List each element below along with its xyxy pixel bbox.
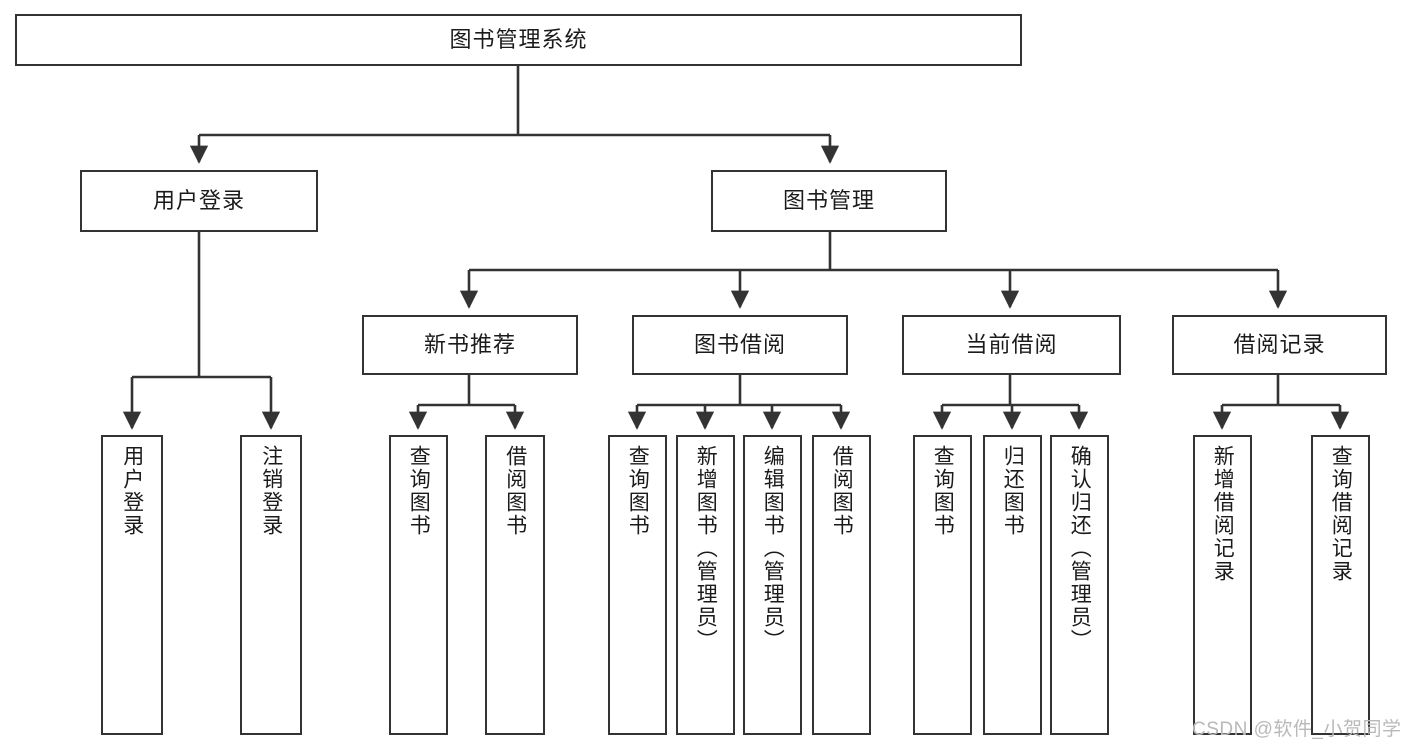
- leaf-return-book[interactable]: 归还图书: [983, 435, 1042, 735]
- leaf-label: 查询图书: [626, 445, 650, 537]
- node-book-borrow[interactable]: 图书借阅: [632, 315, 848, 375]
- leaf-label: 借阅图书: [830, 445, 854, 537]
- node-root[interactable]: 图书管理系统: [15, 14, 1022, 66]
- node-borrow-record[interactable]: 借阅记录: [1172, 315, 1387, 375]
- leaf-label: 查询图书: [931, 445, 955, 537]
- leaf-edit-book-admin[interactable]: 编辑图书（管理员）: [743, 435, 802, 735]
- leaf-query-book-newbook[interactable]: 查询图书: [389, 435, 448, 735]
- leaf-query-book-current[interactable]: 查询图书: [913, 435, 972, 735]
- leaf-borrow-book-newbook[interactable]: 借阅图书: [485, 435, 545, 735]
- leaf-borrow-book[interactable]: 借阅图书: [812, 435, 871, 735]
- leaf-label: 归还图书: [1001, 445, 1025, 537]
- leaf-add-book-admin[interactable]: 新增图书（管理员）: [676, 435, 735, 735]
- leaf-logout[interactable]: 注销登录: [240, 435, 302, 735]
- leaf-label: 注销登录: [259, 445, 283, 537]
- leaf-label: 借阅图书: [503, 445, 527, 537]
- leaf-label: 新增图书（管理员）: [694, 445, 718, 652]
- leaf-add-borrow-record[interactable]: 新增借阅记录: [1193, 435, 1252, 735]
- node-book-management[interactable]: 图书管理: [711, 170, 947, 232]
- node-new-book-recommend[interactable]: 新书推荐: [362, 315, 578, 375]
- leaf-query-book-borrow[interactable]: 查询图书: [608, 435, 667, 735]
- leaf-user-login[interactable]: 用户登录: [101, 435, 163, 735]
- leaf-label: 新增借阅记录: [1211, 445, 1235, 583]
- node-current-borrow[interactable]: 当前借阅: [902, 315, 1121, 375]
- leaf-label: 编辑图书（管理员）: [761, 445, 785, 652]
- node-user-login[interactable]: 用户登录: [80, 170, 318, 232]
- leaf-label: 确认归还（管理员）: [1068, 445, 1092, 652]
- leaf-confirm-return-admin[interactable]: 确认归还（管理员）: [1050, 435, 1109, 735]
- leaf-label: 查询借阅记录: [1329, 445, 1353, 583]
- leaf-query-borrow-record[interactable]: 查询借阅记录: [1311, 435, 1370, 735]
- leaf-label: 查询图书: [407, 445, 431, 537]
- leaf-label: 用户登录: [120, 445, 144, 537]
- csdn-watermark: CSDN @软件_小贺同学: [1192, 719, 1402, 740]
